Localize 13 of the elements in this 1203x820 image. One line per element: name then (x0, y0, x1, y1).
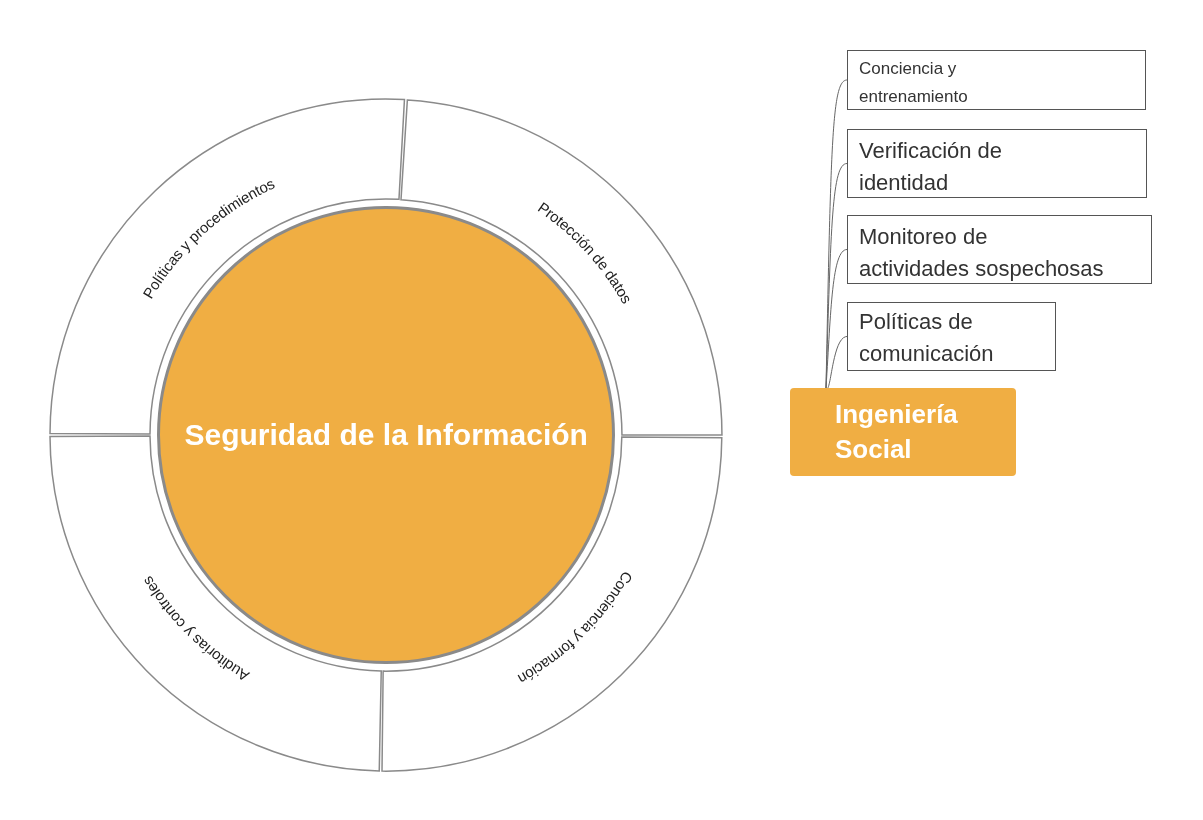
topic-text: Verificación de identidad (859, 137, 1003, 197)
topic-box (847, 215, 1152, 284)
root-box (790, 388, 1016, 476)
topic-box (847, 129, 1147, 198)
root-text: Ingeniería Social (835, 398, 958, 466)
topic-box (847, 302, 1056, 371)
topic-text: Políticas de comunicación (859, 308, 994, 368)
connector-line (825, 249, 848, 389)
circle-label: Seguridad de la Información (184, 418, 588, 452)
topic-text: Conciencia y entrenamiento (859, 58, 968, 108)
connector-line (825, 336, 848, 390)
topic-box (847, 50, 1146, 110)
topic-text: Monitoreo de actividades sospechosas (859, 223, 1104, 283)
